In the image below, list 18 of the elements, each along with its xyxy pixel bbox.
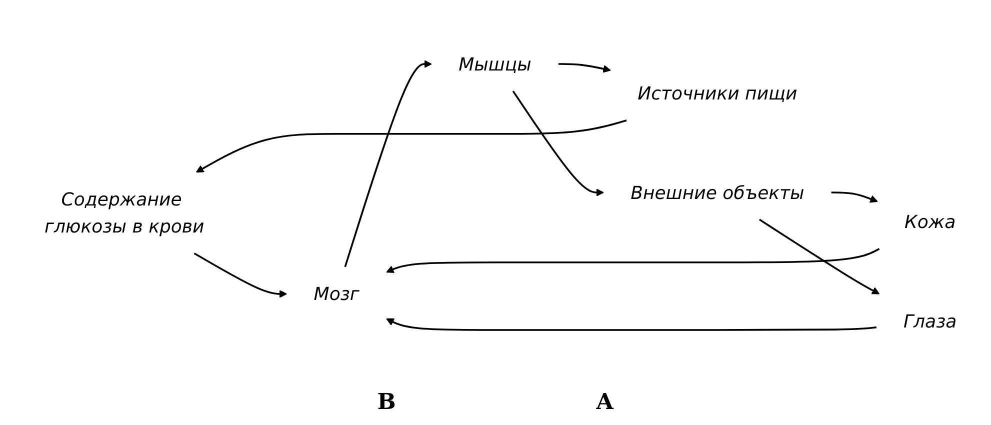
arrow <box>386 248 880 273</box>
arrow <box>344 60 432 268</box>
node-text: Источники пищи <box>638 82 798 104</box>
arrow <box>196 120 627 173</box>
panel-letter: В <box>377 389 396 415</box>
arrow <box>386 318 877 331</box>
arrow <box>194 252 288 298</box>
node-text: Глаза <box>903 310 957 332</box>
arrow <box>512 90 604 196</box>
node-text: Кожа <box>904 210 956 233</box>
node-text: Внешние объекты <box>630 182 804 204</box>
panel-letter: А <box>596 389 614 415</box>
arrow <box>558 63 611 73</box>
node-text: Мозг <box>314 283 360 305</box>
node-text: Содержание глюкозы в крови <box>44 188 204 238</box>
node-text: Мышцы <box>458 53 532 75</box>
arrow <box>831 192 878 203</box>
arrow <box>758 218 880 294</box>
